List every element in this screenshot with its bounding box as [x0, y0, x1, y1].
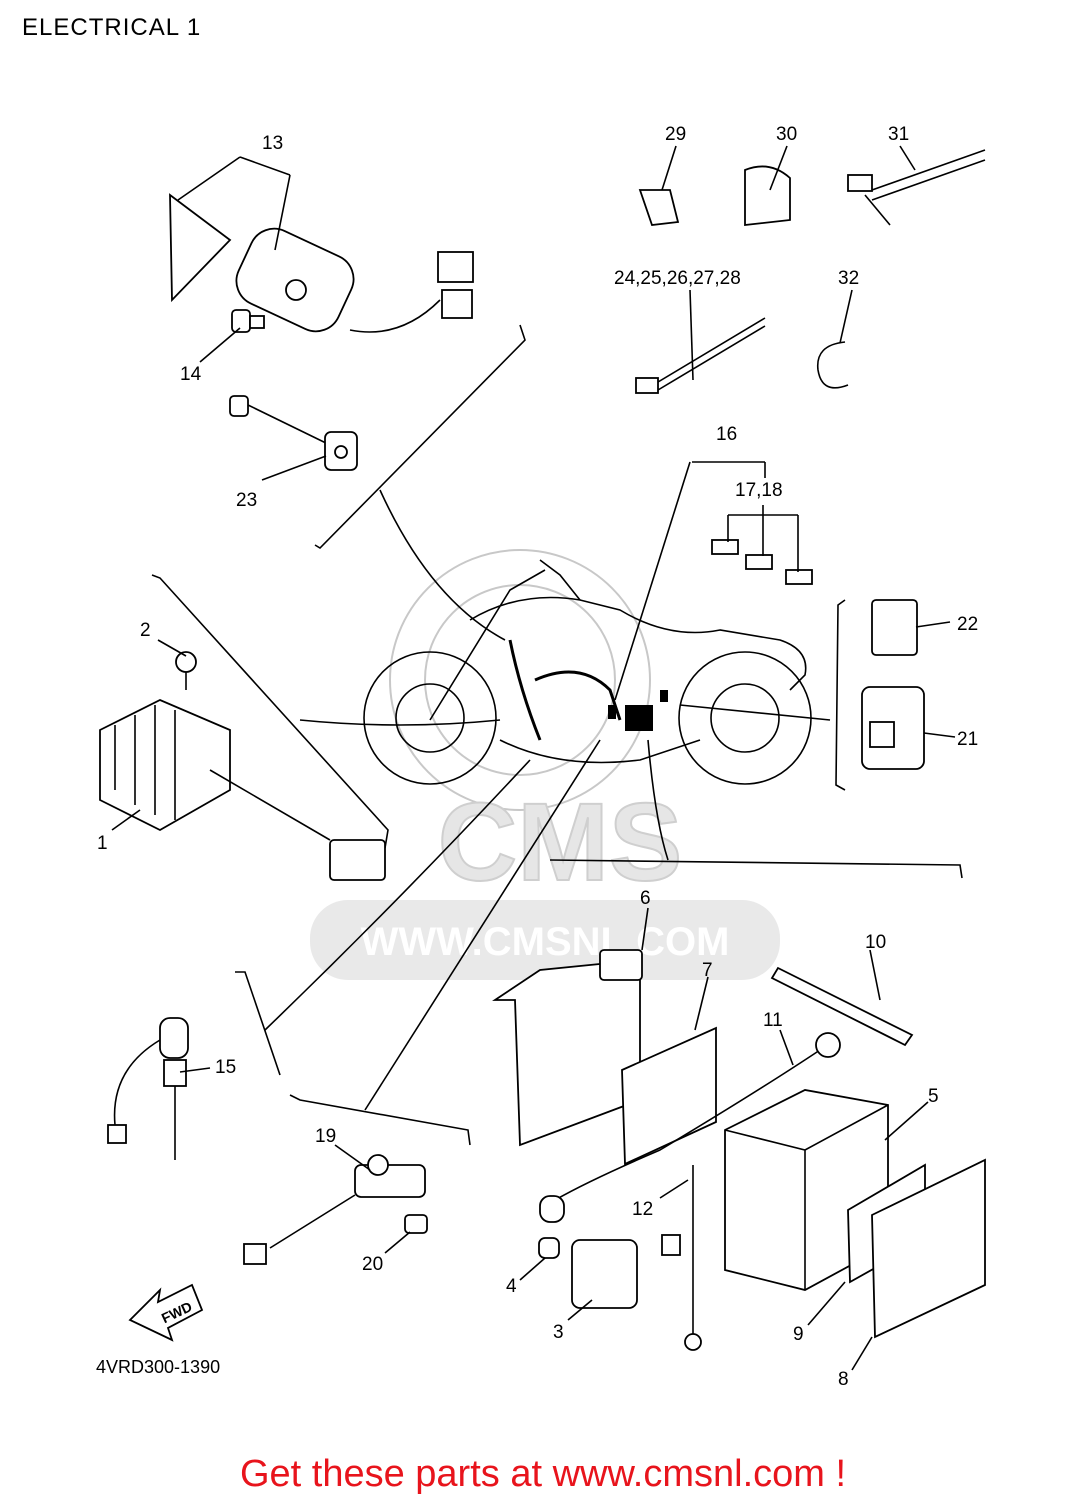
callout-19: 19 [315, 1126, 336, 1147]
callout-8: 8 [838, 1369, 849, 1390]
watermark-logo: CMS [438, 781, 682, 904]
rectifier-1 [99, 699, 386, 881]
callout-17-18: 17,18 [735, 480, 783, 501]
callout-31: 31 [888, 124, 909, 145]
callout-9: 9 [793, 1324, 804, 1345]
battery-band-10 [770, 966, 914, 1047]
callout-5: 5 [928, 1086, 939, 1107]
callout-12: 12 [632, 1199, 653, 1220]
callout-23: 23 [236, 490, 257, 511]
switch-15 [107, 1017, 189, 1160]
band-31 [847, 149, 986, 226]
callout-leaders [111, 145, 956, 1371]
sensor-19 [243, 1154, 426, 1265]
watermark-url: WWW.CMSNL.COM [361, 920, 730, 964]
callout-10: 10 [865, 932, 886, 953]
callout-3: 3 [553, 1322, 564, 1343]
fwd-arrow-icon: FWD [128, 1283, 204, 1342]
pad-8 [871, 1158, 986, 1339]
clamp-32 [816, 341, 849, 389]
clamp-30 [744, 165, 791, 227]
callout-7: 7 [702, 960, 713, 981]
lead-12 [661, 1165, 702, 1351]
harness-leaders [264, 461, 831, 1111]
fuses-17-18 [711, 539, 813, 585]
bolt-2 [175, 651, 197, 690]
callout-6: 6 [640, 888, 651, 909]
motorcycle-outline [363, 559, 812, 785]
cable-tie-24-28 [635, 317, 766, 394]
main-switch-assembly [169, 193, 474, 333]
relay-22 [871, 599, 918, 656]
battery-cable-11 [539, 1032, 841, 1223]
starter-relay-3 [571, 1239, 638, 1309]
clip-29 [638, 189, 680, 226]
callout-16: 16 [716, 424, 737, 445]
callout-14: 14 [180, 364, 202, 385]
watermark: CMS WWW.CMSNL.COM [310, 549, 780, 980]
callout-11: 11 [763, 1010, 783, 1031]
callout-13: 13 [262, 133, 283, 154]
battery-5 [724, 1089, 889, 1291]
callout-numbers: 13 14 23 29 30 31 24,25,26,27,28 32 16 1… [97, 124, 978, 1390]
sensor-23 [229, 395, 358, 471]
callout-30: 30 [776, 124, 797, 145]
callout-22: 22 [957, 614, 978, 635]
relay-21 [861, 686, 925, 770]
footer-cta-link[interactable]: Get these parts at www.cmsnl.com ! [239, 1453, 847, 1495]
callout-29: 29 [665, 124, 686, 145]
battery-box-6 [492, 949, 643, 1147]
callout-24-28: 24,25,26,27,28 [614, 268, 741, 289]
callout-2: 2 [140, 620, 151, 641]
callout-15: 15 [215, 1057, 236, 1078]
callout-21: 21 [957, 729, 978, 750]
screw-4 [538, 1237, 560, 1259]
bolt-20 [404, 1214, 428, 1234]
page-title: ELECTRICAL 1 [22, 14, 202, 41]
diagram-code: 4VRD300-1390 [96, 1357, 220, 1377]
callout-20: 20 [362, 1254, 383, 1275]
screw-14 [231, 309, 265, 333]
callout-32: 32 [838, 268, 859, 289]
group-brackets [151, 324, 963, 1146]
callout-1: 1 [97, 833, 108, 854]
callout-4: 4 [506, 1276, 517, 1297]
